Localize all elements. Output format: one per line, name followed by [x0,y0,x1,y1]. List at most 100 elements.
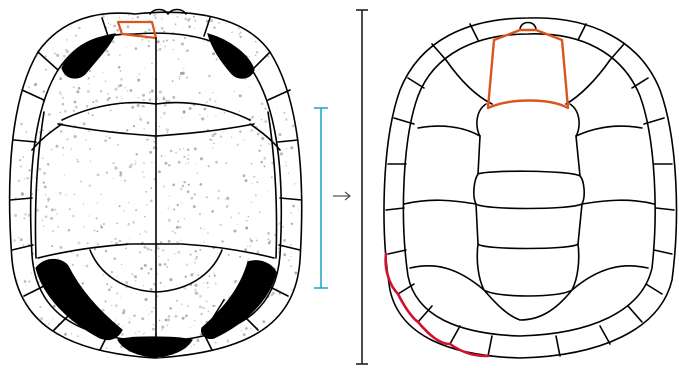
stipple-dot [139,73,141,75]
stipple-dot [185,276,187,278]
stipple-dot [59,93,61,95]
stipple-dot [157,50,158,51]
stipple-dot [140,267,143,270]
stipple-dot [199,249,201,251]
stipple-dot [285,161,287,163]
stipple-dot [127,223,130,226]
stipple-dot [163,98,166,101]
stipple-dot [135,163,137,165]
stipple-dot [262,320,265,323]
stipple-dot [112,162,114,164]
stipple-dot [126,129,128,131]
stipple-dot [107,98,110,101]
stipple-dot [185,17,188,20]
stipple-dot [52,49,53,50]
stipple-dot [209,98,212,101]
stipple-dot [215,283,217,285]
stipple-dot [14,340,15,341]
stipple-dot [155,27,157,29]
stipple-dot [117,144,119,146]
stipple-dot [278,133,281,136]
right-carapace [384,18,676,358]
stipple-dot [183,111,186,114]
stipple-dot [275,328,278,331]
stipple-dot [119,54,121,56]
stipple-dot [179,149,181,151]
stipple-dot [180,72,183,75]
stipple-dot [106,283,108,285]
stipple-dot [207,41,209,43]
stipple-dot [144,68,145,69]
stipple-dot [125,87,126,88]
stipple-dot [121,180,122,181]
stipple-dot [96,340,97,341]
stipple-dot [137,104,140,107]
stipple-dot [89,83,90,84]
stipple-dot [242,24,244,26]
stipple-dot [161,329,163,331]
stipple-dot [250,246,251,247]
stipple-dot [208,311,210,313]
stipple-dot [213,143,214,144]
stipple-dot [207,232,209,234]
stipple-dot [87,77,89,79]
stipple-dot [87,348,88,349]
stipple-dot [295,30,298,33]
stipple-dot [128,321,130,323]
stipple-dot [77,159,79,161]
stipple-dot [57,226,59,228]
stipple-dot [203,282,204,283]
stipple-dot [159,48,162,51]
stipple-dot [64,333,67,336]
stipple-dot [298,19,301,22]
stipple-dot [185,163,187,165]
stipple-dot [288,173,289,174]
stipple-dot [220,135,222,137]
stipple-dot [58,201,59,202]
stipple-dot [105,250,107,252]
stipple-dot [300,77,302,79]
stipple-dot [58,15,60,17]
stipple-dot [185,315,187,317]
stipple-dot [224,357,226,359]
stipple-dot [100,90,102,92]
stipple-dot [251,163,252,164]
stipple-dot [294,272,297,275]
stipple-dot [167,259,169,261]
stipple-dot [203,41,205,43]
stipple-dot [108,288,111,291]
stipple-dot [23,217,25,219]
stipple-dot [44,28,46,30]
stipple-dot [224,14,225,15]
stipple-dot [164,45,165,46]
stipple-dot [85,139,87,141]
stipple-dot [155,17,157,19]
stipple-dot [87,242,89,244]
stipple-dot [233,229,236,232]
stipple-dot [21,323,22,324]
stipple-dot [37,276,38,277]
stipple-dot [13,239,16,242]
stipple-dot [226,206,228,208]
stipple-dot [38,168,41,171]
stipple-dot [58,342,61,345]
stipple-dot [278,224,279,225]
stipple-dot [211,210,214,213]
stipple-dot [187,155,188,156]
stipple-dot [168,315,171,318]
stipple-dot [45,330,46,331]
stipple-dot [212,134,215,137]
stipple-dot [179,76,181,78]
stipple-dot [129,165,132,168]
stipple-dot [168,240,171,243]
stipple-dot [272,35,274,37]
stipple-dot [250,328,251,329]
stipple-dot [215,58,217,60]
stipple-dot [26,343,27,344]
stipple-dot [278,37,279,38]
stipple-dot [190,197,193,200]
stipple-dot [267,55,269,57]
stipple-dot [122,326,123,327]
stipple-dot [151,89,154,92]
stipple-dot [188,25,191,28]
